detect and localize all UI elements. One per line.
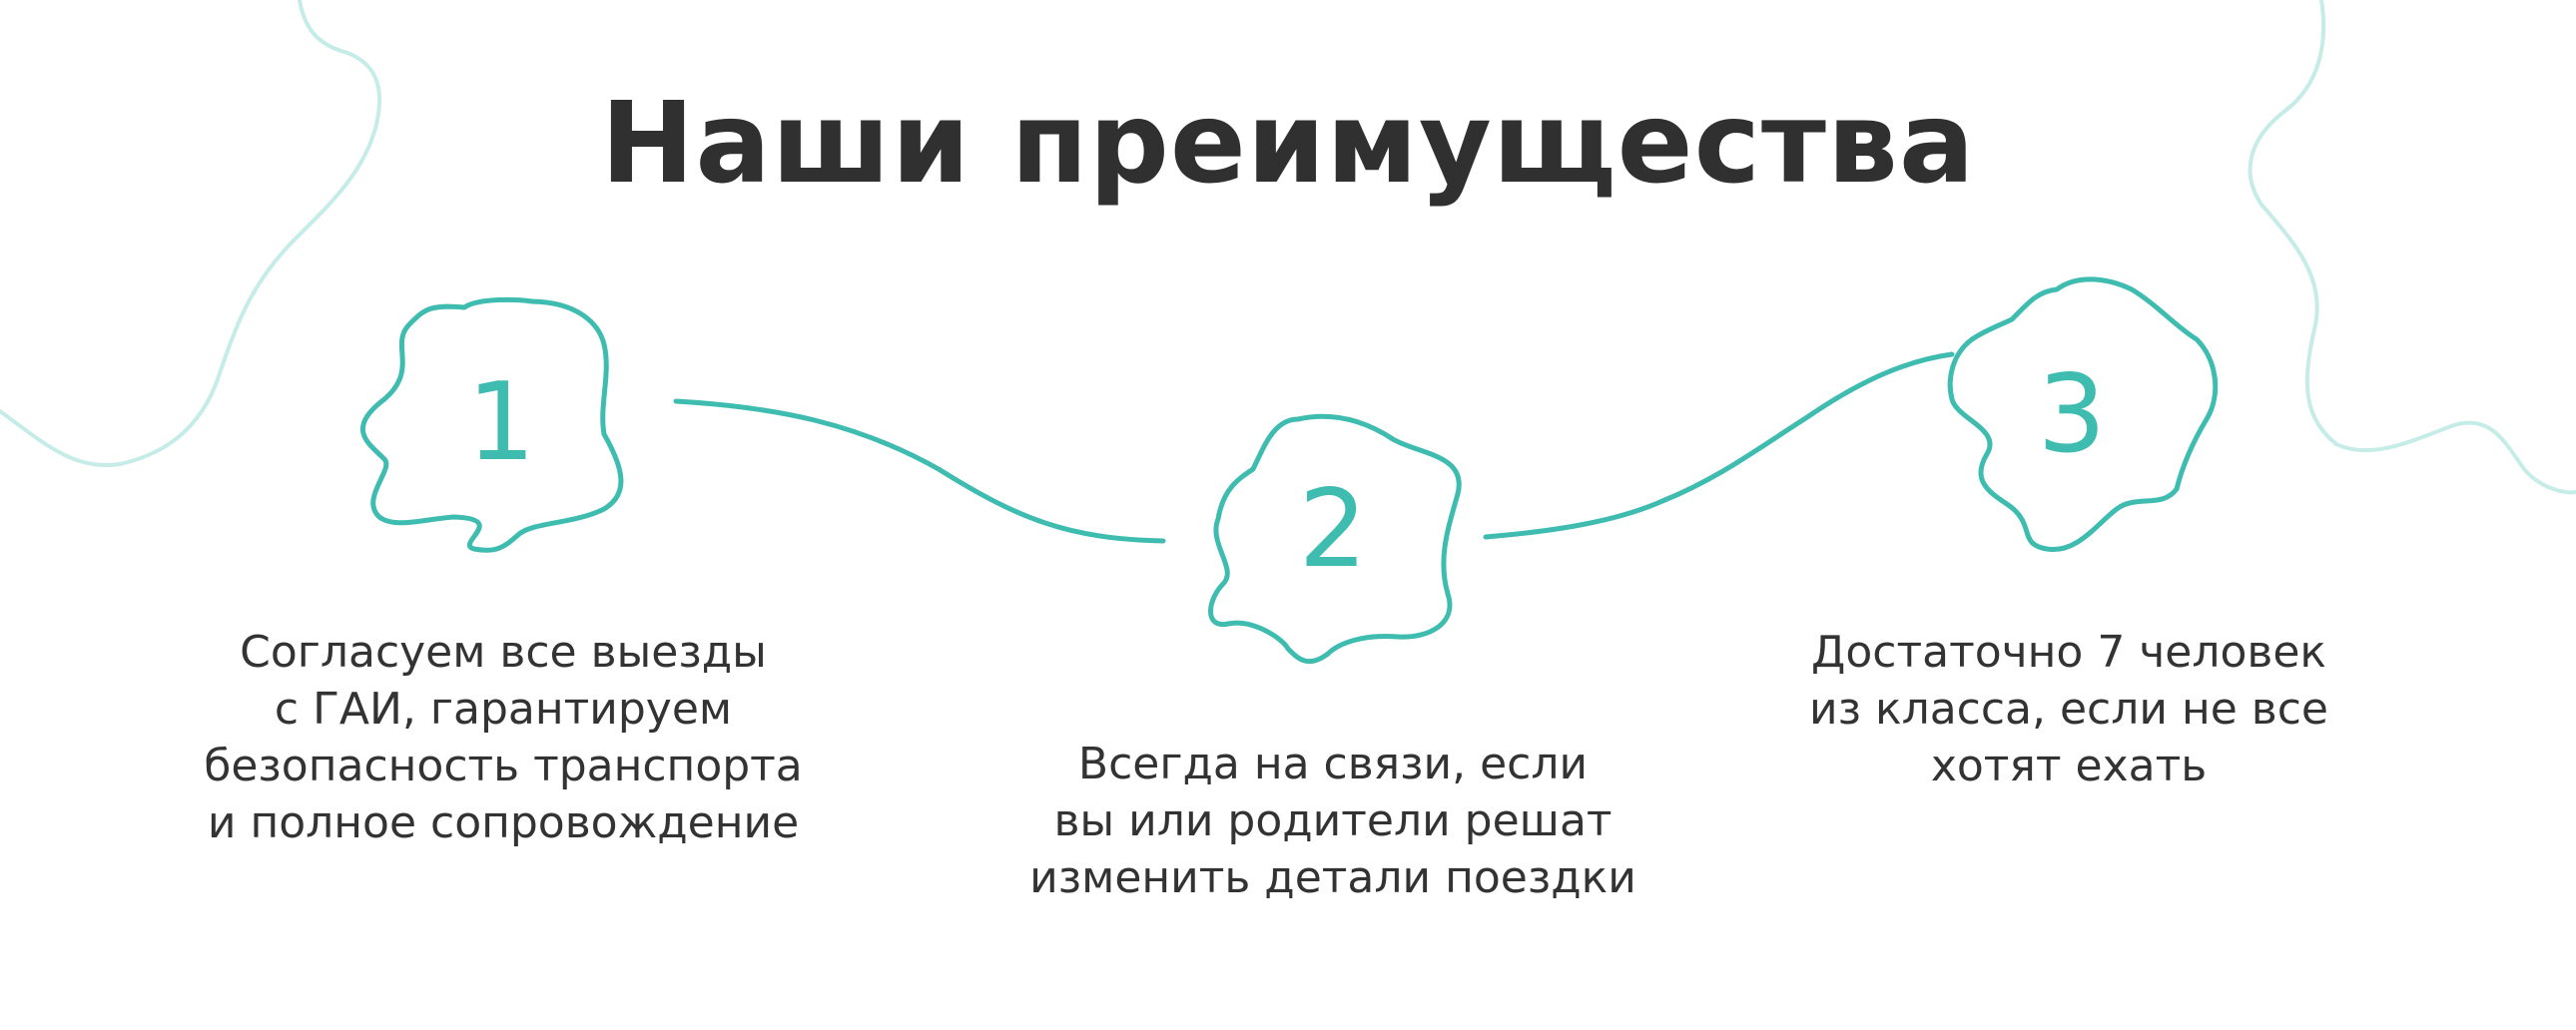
connector-line-2-3 <box>1483 351 1955 540</box>
step-3-blob-shape <box>1947 276 2219 552</box>
step-2-description: Всегда на связи, если вы или родители ре… <box>1029 739 1636 903</box>
step-1-description: Согласуем все выезды с ГАИ, гарантируем … <box>204 627 803 848</box>
step-2-number: 2 <box>1298 467 1368 592</box>
step-2-blob-shape <box>1208 413 1462 665</box>
step-1-number: 1 <box>466 360 536 485</box>
step-3-number: 3 <box>2037 352 2107 477</box>
connector-line-1-2 <box>673 398 1166 544</box>
step-3-description: Достаточно 7 человек из класса, если не … <box>1809 627 2328 791</box>
page-title: Наши преимущества <box>600 79 1976 209</box>
step-1-blob-shape <box>360 296 624 553</box>
